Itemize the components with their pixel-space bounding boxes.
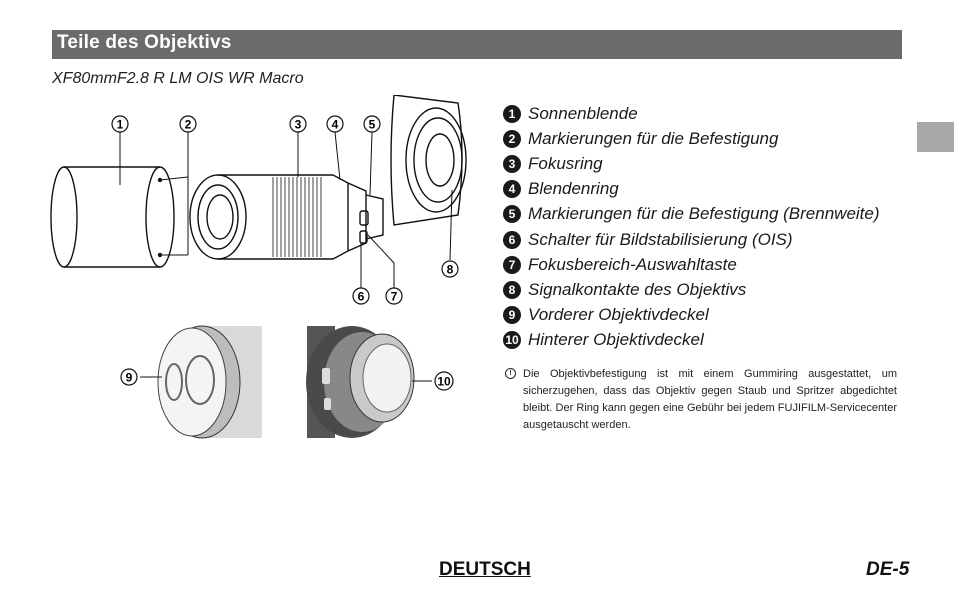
item-number-badge: 10 xyxy=(503,331,521,350)
svg-text:4: 4 xyxy=(332,118,339,132)
svg-text:9: 9 xyxy=(126,371,133,385)
list-item: 1 Sonnenblende xyxy=(503,101,880,126)
svg-text:10: 10 xyxy=(437,375,451,389)
svg-text:5: 5 xyxy=(369,118,376,132)
note-block: ! Die Objektivbefestigung ist mit einem … xyxy=(505,366,897,434)
item-label: Signalkontakte des Objektivs xyxy=(528,279,747,299)
list-item: 5 Markierungen für die Befestigung (Brenn… xyxy=(503,202,880,227)
callout-1: 1 xyxy=(111,115,129,133)
item-number-badge: 8 xyxy=(503,280,521,299)
item-number-badge: 4 xyxy=(503,180,521,199)
item-label: Hinterer Objektivdeckel xyxy=(528,330,704,350)
item-label: Vorderer Objektivdeckel xyxy=(528,305,709,325)
svg-text:3: 3 xyxy=(295,118,302,132)
callout-9: 9 xyxy=(120,368,138,386)
item-label: Schalter für Bildstabilisierung (OIS) xyxy=(528,229,793,249)
section-title: Teile des Objektivs xyxy=(57,32,232,53)
callout-badges: 1 2 3 4 5 6 7 8 xyxy=(111,115,459,305)
chapter-tab xyxy=(917,122,954,152)
lens-hood-drawing xyxy=(50,166,175,268)
list-item: 9 Vorderer Objektivdeckel xyxy=(503,303,880,328)
list-item: 7 Fokusbereich-Auswahltaste xyxy=(503,252,880,277)
item-number-badge: 9 xyxy=(503,306,521,325)
callout-6: 6 xyxy=(352,287,370,305)
callout-8: 8 xyxy=(441,260,459,278)
list-item: 10 Hinterer Objektivdeckel xyxy=(503,328,880,353)
callout-10: 10 xyxy=(434,371,454,391)
rear-cap-photo xyxy=(306,326,432,438)
svg-text:6: 6 xyxy=(358,290,365,304)
item-label: Fokusbereich-Auswahltaste xyxy=(528,254,737,274)
callout-2: 2 xyxy=(179,115,197,133)
front-cap-photo xyxy=(140,325,262,439)
item-label: Sonnenblende xyxy=(528,103,638,123)
list-item: 4 Blendenring xyxy=(503,177,880,202)
item-number-badge: 6 xyxy=(503,230,521,249)
footer-language: DEUTSCH xyxy=(439,559,531,580)
callout-leaders xyxy=(119,131,453,289)
callout-7: 7 xyxy=(385,287,403,305)
item-label: Blendenring xyxy=(528,179,619,199)
item-label: Markierungen für die Befestigung (Brennw… xyxy=(528,204,880,224)
list-item: 8 Signalkontakte des Objektivs xyxy=(503,277,880,302)
svg-text:1: 1 xyxy=(117,118,124,132)
caution-icon: ! xyxy=(505,368,516,379)
list-item: 2 Markierungen für die Befestigung xyxy=(503,126,880,151)
item-number-badge: 3 xyxy=(503,154,521,173)
note-text: Die Objektivbefestigung ist mit einem Gu… xyxy=(523,368,897,431)
item-number-badge: 1 xyxy=(503,104,521,123)
callout-4: 4 xyxy=(326,115,344,133)
svg-text:8: 8 xyxy=(447,263,454,277)
svg-text:2: 2 xyxy=(185,118,192,132)
callout-3: 3 xyxy=(289,115,307,133)
callout-5: 5 xyxy=(363,115,381,133)
lens-body-drawing xyxy=(189,174,384,260)
item-number-badge: 5 xyxy=(503,205,521,224)
section-header-bar: Teile des Objektivs xyxy=(52,30,902,59)
item-number-badge: 7 xyxy=(503,255,521,274)
item-label: Markierungen für die Befestigung xyxy=(528,128,779,148)
lens-mount-drawing xyxy=(390,95,467,226)
item-number-badge: 2 xyxy=(503,129,521,148)
svg-text:7: 7 xyxy=(391,290,398,304)
lens-model-name: XF80mmF2.8 R LM OIS WR Macro xyxy=(52,70,304,87)
lens-diagram: 1 2 3 4 5 6 7 8 xyxy=(50,95,467,305)
lens-cap-photos: 9 10 xyxy=(120,325,454,439)
list-item: 6 Schalter für Bildstabilisierung (OIS) xyxy=(503,227,880,252)
item-label: Fokusring xyxy=(528,153,603,173)
page-number: DE-5 xyxy=(866,559,910,580)
list-item: 3 Fokusring xyxy=(503,151,880,176)
